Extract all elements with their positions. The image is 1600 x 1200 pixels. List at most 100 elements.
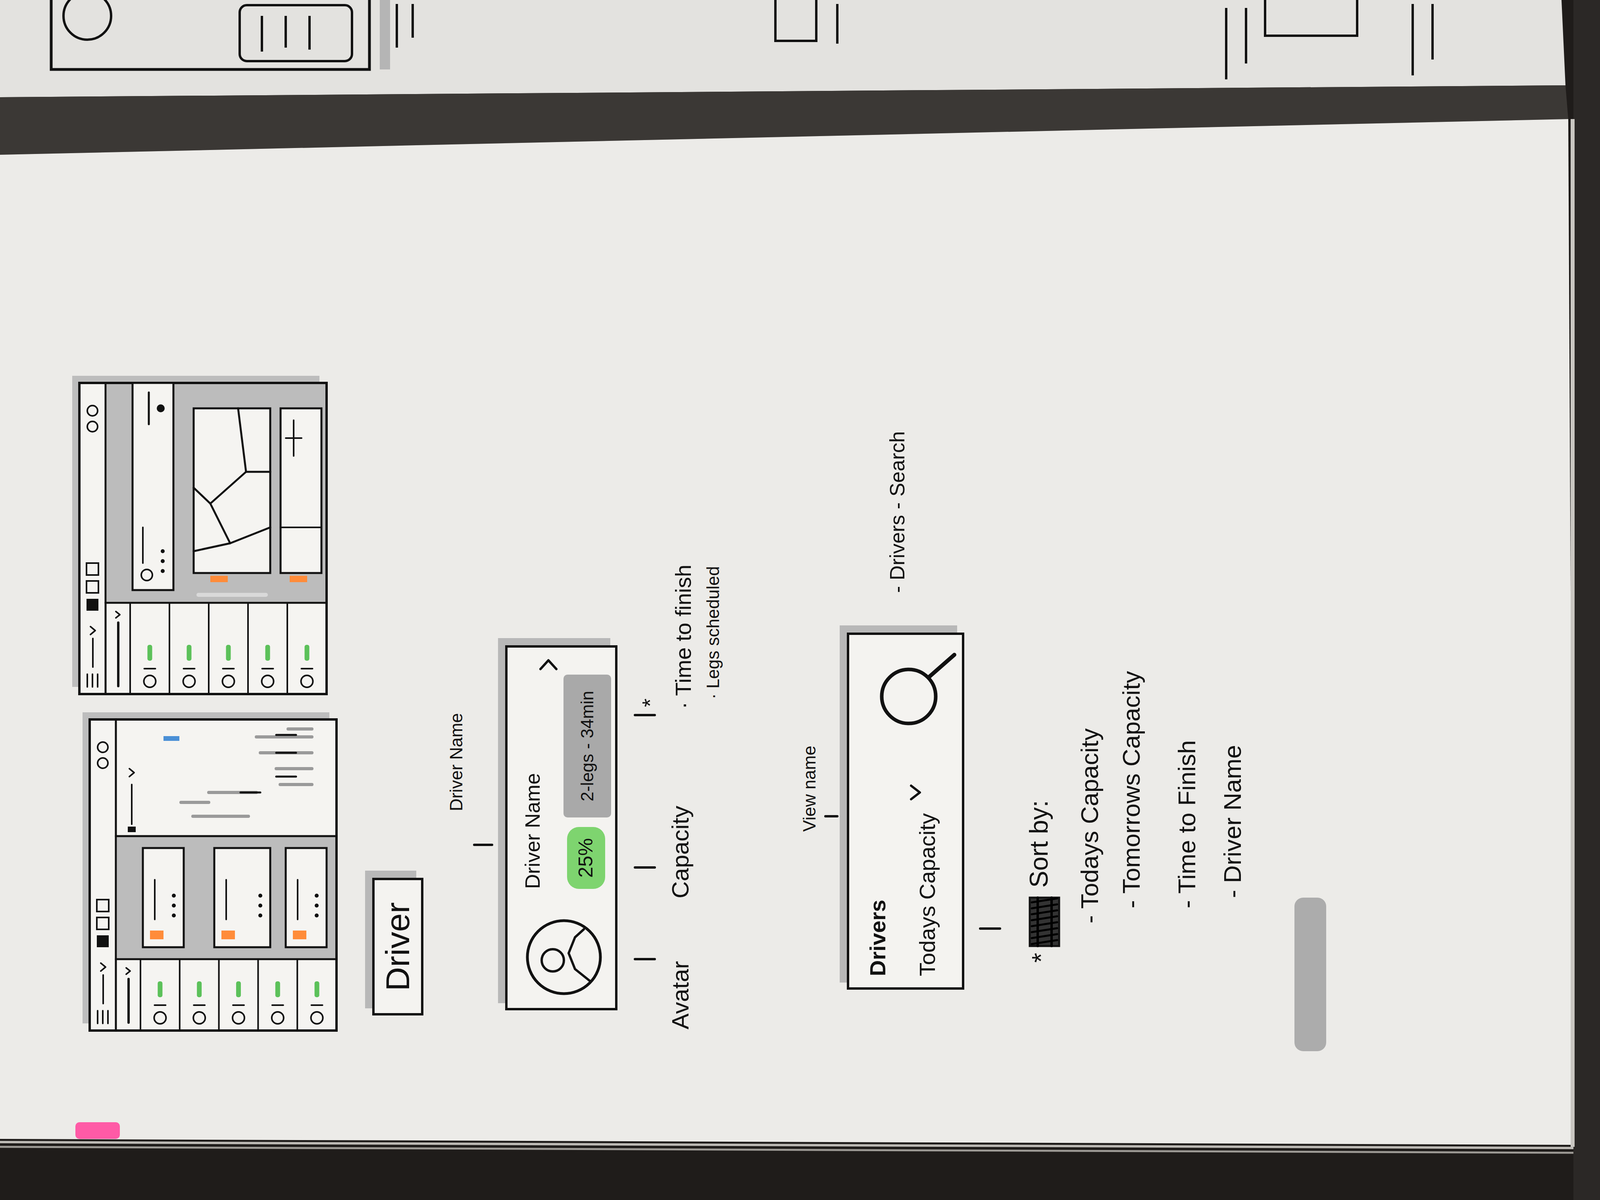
card-dot <box>314 903 319 908</box>
card-dot <box>258 903 263 908</box>
map-route <box>238 408 247 472</box>
avatar-head <box>541 949 564 972</box>
row-text-stroke <box>144 667 156 670</box>
notebook-page <box>0 119 1574 1145</box>
scribble-patch <box>1029 897 1060 947</box>
annotation: Avatar <box>666 961 695 1030</box>
capacity-mark <box>226 644 231 661</box>
card-text-stroke <box>148 392 150 425</box>
scribble-stroke <box>1031 940 1058 945</box>
avatar-icon <box>222 675 235 688</box>
toolbar-icon <box>97 757 108 769</box>
scribble-stroke <box>1031 898 1058 903</box>
timeline-bar <box>180 800 209 804</box>
toolbar-divider <box>115 719 118 1031</box>
search-field <box>127 978 130 1023</box>
scribble-stroke <box>1031 922 1058 927</box>
avatar-icon <box>524 917 604 997</box>
card-dot <box>160 569 165 574</box>
driver-card: Driver Name25%2-legs - 34min <box>505 645 618 1011</box>
legs-summary: 2-legs - 34min <box>577 690 598 802</box>
avatar-icon <box>301 675 314 688</box>
box-title: Driver <box>378 902 418 992</box>
timeline-bar <box>198 592 266 597</box>
capacity-mark <box>314 981 320 998</box>
card-dot <box>171 903 176 908</box>
annotation: · Legs scheduled <box>703 566 724 700</box>
timeline-bar <box>276 767 312 771</box>
sticky-tab <box>75 1122 120 1139</box>
list-row-divider <box>296 959 299 1031</box>
capacity-mark <box>304 644 310 661</box>
map-route <box>230 527 271 544</box>
list-row-divider <box>247 602 249 695</box>
row-text-stroke <box>183 667 195 670</box>
menu-icon <box>96 1010 99 1024</box>
card-text-stroke <box>142 527 144 564</box>
avatar-icon <box>183 675 196 688</box>
capacity-mark <box>275 981 281 998</box>
sketch-icon <box>63 0 112 40</box>
page-stack-edge <box>0 1146 1574 1153</box>
panel-plus <box>285 437 302 439</box>
mini-card <box>285 848 327 948</box>
card-dot <box>258 913 263 918</box>
avatar-icon <box>271 1011 284 1024</box>
column-divider <box>115 835 337 838</box>
legs-pill: 2-legs - 34min <box>563 674 612 818</box>
capacity-value: 25% <box>574 838 598 878</box>
chevron-right <box>538 656 559 673</box>
menu-icon <box>91 674 94 687</box>
scribble-stroke <box>1031 910 1058 915</box>
search-icon <box>873 646 961 735</box>
menu-icon <box>86 674 89 687</box>
marker-fill <box>117 836 336 958</box>
card-dot <box>160 559 165 564</box>
marker-stroke <box>1294 897 1327 1052</box>
sketch-scribble <box>1225 7 1228 80</box>
list-heading: Sort by: <box>1024 800 1054 888</box>
scribble-stroke <box>1031 934 1058 939</box>
sketch-scribble <box>1411 3 1414 76</box>
annotation: · Time to finish <box>670 564 697 710</box>
toolbar-divider <box>104 382 107 695</box>
sketch-scribble <box>1244 7 1248 64</box>
timeline-bar <box>260 751 312 755</box>
row-text-stroke <box>232 1004 245 1006</box>
avatar-icon <box>311 1011 324 1024</box>
scribble-stroke <box>1031 928 1058 933</box>
card-dot <box>160 549 165 554</box>
list-item: - Time to Finish <box>1172 740 1201 909</box>
status-mark <box>221 930 235 940</box>
menu-icon <box>101 1010 104 1024</box>
view-title: Drivers <box>865 899 891 977</box>
capacity-mark <box>186 644 192 661</box>
capacity-mark <box>196 981 202 998</box>
list-row-divider <box>129 602 131 695</box>
map-route <box>193 471 271 552</box>
dropdown-chevron <box>126 967 131 975</box>
toolbar-icon <box>87 421 98 432</box>
status-mark <box>150 930 164 940</box>
timeline-tick <box>276 775 297 778</box>
list-row-divider <box>207 602 210 695</box>
toolbar-icon <box>86 580 99 593</box>
capacity-mark <box>236 981 241 998</box>
leader-tick <box>980 927 1000 930</box>
chevron-stroke <box>540 660 557 670</box>
card-text-stroke <box>225 879 227 920</box>
toolbar-icon <box>86 563 99 575</box>
sketch-scribble <box>836 3 839 44</box>
avatar-outline <box>527 920 601 994</box>
map-panel <box>193 408 271 574</box>
dropdown-chevron <box>908 783 924 802</box>
avatar-icon <box>193 1011 206 1024</box>
leader-tick <box>634 957 655 961</box>
timeline-tick <box>276 751 297 754</box>
status-mark <box>210 575 228 583</box>
view-header-box: DriversTodays Capacity <box>846 632 965 990</box>
timeline-tick <box>240 791 261 794</box>
list-row-divider <box>257 959 259 1031</box>
